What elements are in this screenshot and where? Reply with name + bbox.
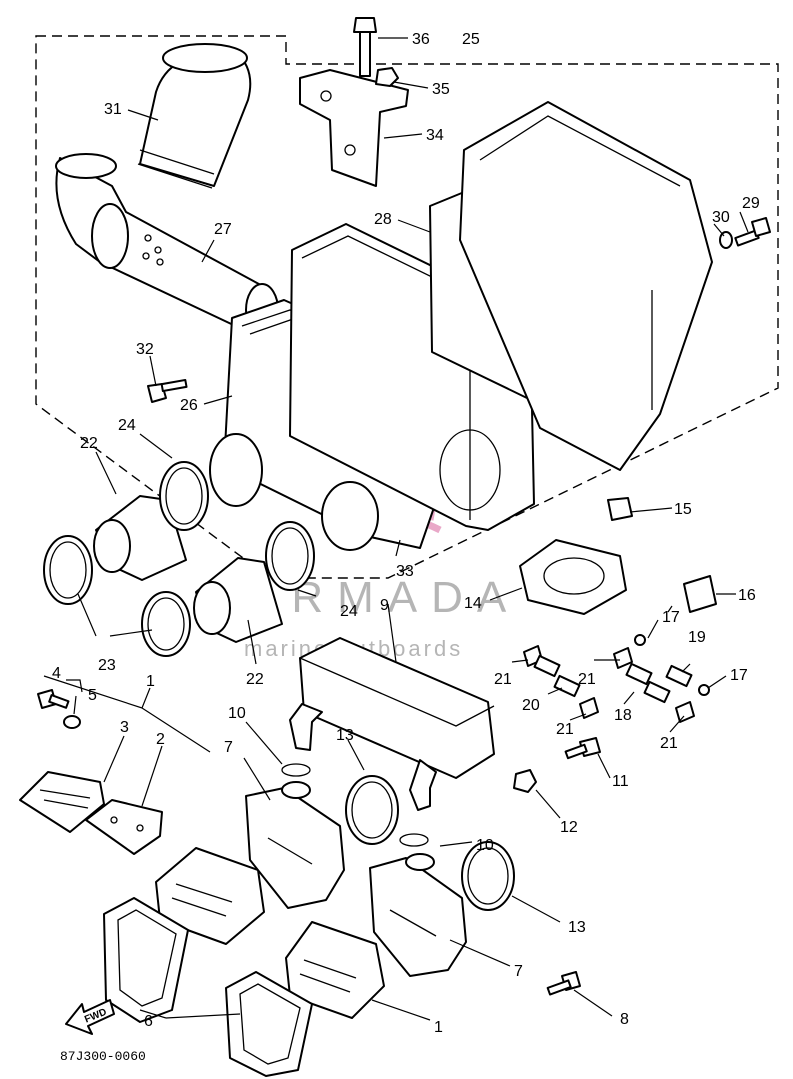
washer-30: [719, 231, 733, 249]
reed-petal-3: [19, 771, 105, 833]
callout-36: 36: [412, 31, 430, 48]
callout-29: 29: [742, 195, 760, 212]
callout-23: 23: [98, 657, 116, 674]
callout-22-upper: 22: [80, 435, 98, 452]
cap-15: [607, 497, 633, 521]
callout-15: 15: [674, 501, 692, 518]
callout-32: 32: [136, 341, 154, 358]
intake-elbow-31: [137, 43, 252, 189]
callout-17-upper: 17: [662, 609, 680, 626]
hose-fittings-17-21: [523, 634, 710, 723]
valve-block-14: [519, 539, 627, 615]
callout-1-top: 1: [146, 673, 155, 690]
callout-18: 18: [614, 707, 632, 724]
clamp-24-b: [265, 521, 315, 591]
clamp-13-b: [461, 841, 515, 911]
mounting-bracket-34: [299, 69, 409, 187]
callout-12: 12: [560, 819, 578, 836]
callout-28: 28: [374, 211, 392, 228]
clamp-13-a: [345, 775, 399, 845]
gasket-6-a: [103, 897, 189, 1023]
callout-27: 27: [214, 221, 232, 238]
callout-25: 25: [462, 31, 480, 48]
clamp-23-a: [43, 535, 93, 605]
callout-5: 5: [88, 687, 97, 704]
callout-31: 31: [104, 101, 122, 118]
reed-stopper-2: [85, 799, 163, 855]
o-ring-10-a: [281, 763, 311, 777]
callout-16: 16: [738, 587, 756, 604]
bolt-11: [564, 737, 601, 760]
callout-34: 34: [426, 127, 444, 144]
intake-tube-27: [55, 153, 279, 337]
callout-21-mid: 21: [578, 671, 596, 688]
manifold-7-a: [245, 781, 345, 909]
callout-8: 8: [620, 1011, 629, 1028]
callout-19: 19: [688, 629, 706, 646]
callout-11: 11: [612, 773, 629, 790]
callout-13-upper: 13: [336, 727, 354, 744]
leader-lines: [43, 37, 749, 1021]
gasket-6-b: [225, 971, 313, 1077]
bolt-32: [147, 378, 188, 403]
bolt-29: [734, 217, 771, 247]
callout-35: 35: [432, 81, 450, 98]
diagram-code: 87J300-0060: [60, 1049, 146, 1064]
callout-33: 33: [396, 563, 414, 580]
nut-12: [513, 769, 537, 793]
callout-22-lower: 22: [246, 671, 264, 688]
callout-24-lower: 24: [340, 603, 358, 620]
callout-30: 30: [712, 209, 730, 226]
bolt-8: [546, 971, 581, 996]
callout-26: 26: [180, 397, 198, 414]
callout-7-lower: 7: [514, 963, 523, 980]
callout-numbers: 36 25 35 31 34 28 30 29 27 32 26 24 22 1…: [52, 31, 760, 1036]
callout-21-right: 21: [660, 735, 678, 752]
nut-35: [375, 67, 399, 87]
washer-5: [63, 715, 81, 729]
callout-21-low: 21: [556, 721, 574, 738]
callout-3: 3: [120, 719, 129, 736]
callout-24-upper: 24: [118, 417, 136, 434]
callout-6: 6: [144, 1013, 153, 1030]
manifold-7-b: [369, 853, 467, 977]
oil-tank-9: [289, 637, 495, 811]
callout-2: 2: [156, 731, 165, 748]
callout-17-right: 17: [730, 667, 748, 684]
hose-22-a: [93, 495, 187, 581]
o-ring-10-b: [399, 833, 429, 847]
forward-arrow-icon: FWD: [65, 999, 115, 1035]
callout-10-lower: 10: [476, 837, 494, 854]
clamp-24-a: [159, 461, 209, 531]
sleeve-16: [683, 575, 717, 613]
callout-13-lower: 13: [568, 919, 586, 936]
callout-14: 14: [464, 595, 482, 612]
hose-22-b: [193, 557, 283, 643]
bolt-4: [37, 689, 70, 709]
callout-10-upper: 10: [228, 705, 246, 722]
air-box-cover: [429, 101, 713, 471]
clamp-23-b: [141, 591, 191, 657]
bolt-36: [353, 17, 377, 77]
callout-9: 9: [380, 597, 389, 614]
callout-20: 20: [522, 697, 540, 714]
assembly-boundary: [35, 35, 779, 579]
callout-21-left: 21: [494, 671, 512, 688]
callout-7-upper: 7: [224, 739, 233, 756]
callout-4: 4: [52, 665, 61, 682]
callout-1-bottom: 1: [434, 1019, 443, 1036]
